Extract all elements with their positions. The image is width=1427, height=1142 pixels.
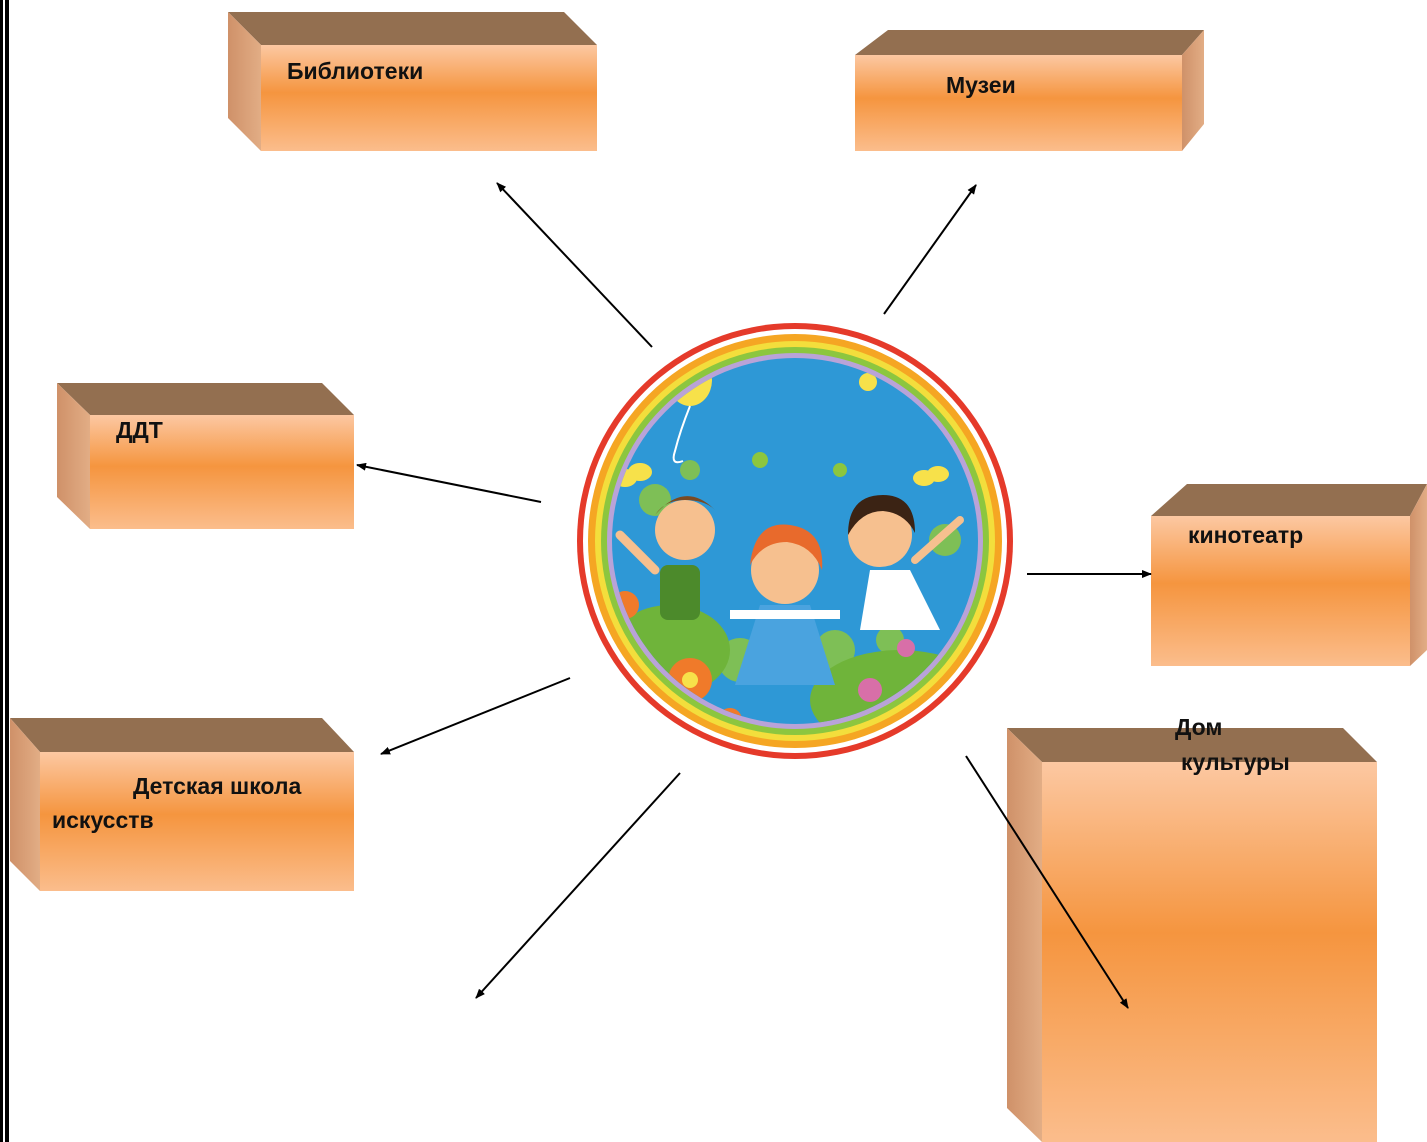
arrows xyxy=(356,182,1152,1009)
arrow-to-ddt xyxy=(356,462,542,503)
arrow-to-bottom xyxy=(475,772,681,999)
box-label-museums: Музеи xyxy=(946,72,1016,98)
box-label-art-school-line2: искусств xyxy=(52,807,154,833)
box-art-school xyxy=(10,718,354,891)
box-label-ddt: ДДТ xyxy=(116,417,163,443)
arrow-to-libraries xyxy=(496,182,653,348)
children-rainbow-icon xyxy=(577,323,1013,759)
page-left-border xyxy=(0,0,9,1142)
arrow-to-art-school xyxy=(380,677,571,755)
box-label-art-school-line1: Детская школа xyxy=(133,773,302,799)
box-libraries xyxy=(228,12,597,151)
box-label-libraries: Библиотеки xyxy=(287,58,424,84)
box-cinema xyxy=(1151,484,1427,666)
box-label-culture-house-line1: Дом xyxy=(1175,714,1223,740)
box-museums xyxy=(855,30,1204,151)
arrow-to-museums xyxy=(883,184,977,315)
arrow-to-culture-house xyxy=(965,755,1129,1009)
box-ddt xyxy=(57,383,354,529)
box-culture-house xyxy=(1007,728,1377,1142)
box-label-culture-house-line2: культуры xyxy=(1181,749,1290,775)
box-label-cinema: кинотеатр xyxy=(1188,522,1304,548)
